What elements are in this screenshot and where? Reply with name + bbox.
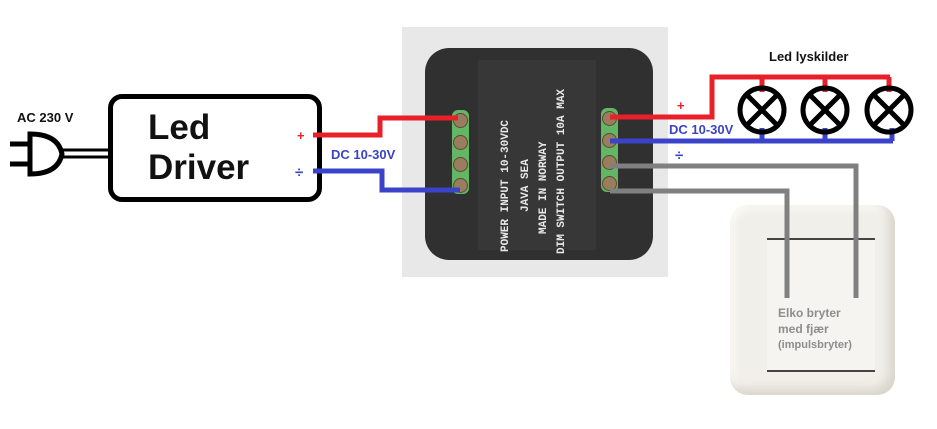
switch-description-line: Elko bryter [778, 306, 841, 320]
output-voltage-label: DC 10-30V [669, 122, 734, 137]
output-terminal-block [601, 108, 618, 192]
led-driver-box [108, 94, 322, 202]
terminal-screw [602, 176, 617, 191]
dimmer-device-label-panel [478, 60, 596, 250]
positive-wire-output [610, 74, 890, 120]
switch-description: Elko bryter med fjær (impulsbryter) [778, 305, 852, 353]
led-driver-title-line: Led [148, 108, 211, 147]
led-driver-title-line: Driver [148, 148, 250, 187]
switch-wire-2 [610, 188, 790, 298]
mains-cable [62, 148, 108, 159]
terminal-screw [453, 157, 468, 172]
input-voltage-label: DC 10-30V [331, 147, 396, 162]
driver-plus-symbol: + [297, 128, 305, 143]
positive-wire-input [313, 115, 458, 138]
driver-minus-symbol: ÷ [295, 164, 304, 181]
lamp-icon [864, 85, 914, 135]
plug-icon [10, 131, 65, 177]
lamp-icon [737, 85, 787, 135]
lamp-icon [800, 85, 850, 135]
output-minus-symbol: ÷ [675, 147, 684, 164]
switch-description-line: med fjær [778, 322, 829, 336]
switch-description-line: (impulsbryter) [778, 339, 852, 351]
switch-wire-1 [610, 163, 859, 298]
output-plus-symbol: + [677, 98, 685, 113]
led-lights-title: Led lyskilder [769, 49, 849, 64]
ac-voltage-label: AC 230 V [17, 110, 74, 125]
negative-wire-input [313, 168, 460, 193]
terminal-screw [453, 135, 468, 150]
led-driver-title: Led Driver [148, 108, 249, 188]
